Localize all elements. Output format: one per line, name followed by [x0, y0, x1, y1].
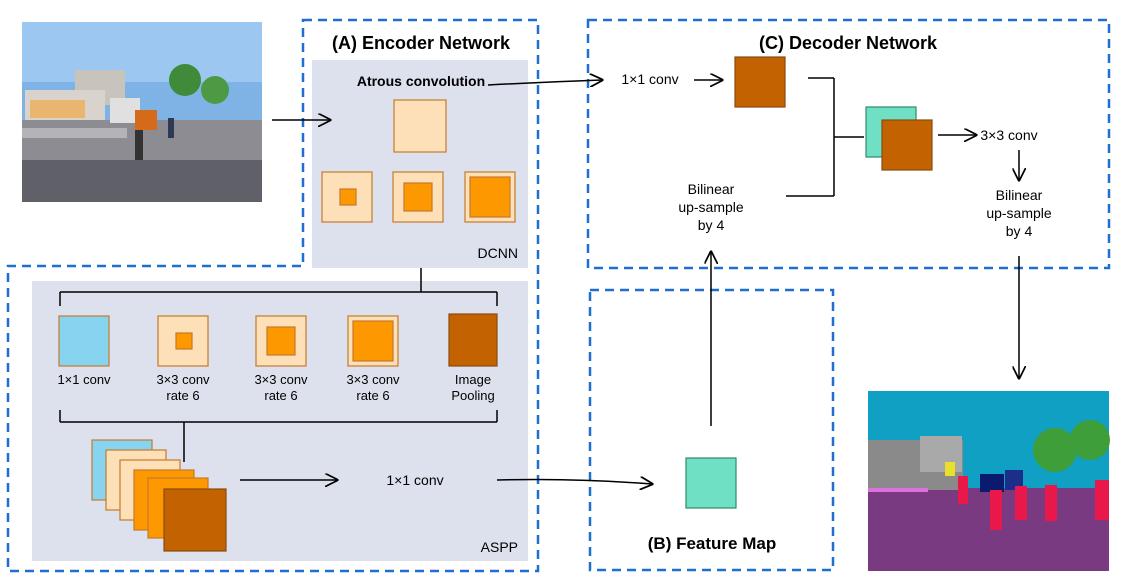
- upsample-left-line1: Bilinear: [688, 181, 735, 197]
- aspp-branch-sublabel: rate 6: [264, 388, 297, 403]
- decoder-title: (C) Decoder Network: [759, 33, 938, 53]
- fuse-to-feature-arrow: [496, 480, 652, 485]
- atrous-convolution-label: Atrous convolution: [357, 73, 485, 89]
- upsample-left-line3: by 4: [698, 217, 725, 233]
- aspp-branch-label: 1×1 conv: [57, 372, 111, 387]
- decoder-conv1-label: 1×1 conv: [621, 71, 678, 87]
- feature-map-title: (B) Feature Map: [648, 534, 776, 553]
- feature-map-teal-square: [685, 457, 737, 509]
- aspp-branch-cyan-square: [58, 315, 110, 367]
- decoder-concat-squares: [865, 106, 933, 171]
- aspp-branch-sublabel: rate 6: [166, 388, 199, 403]
- aspp-merge-bracket: [59, 410, 498, 462]
- encoder-to-decoder-arrow: [487, 80, 602, 85]
- encoder-title: (A) Encoder Network: [332, 33, 511, 53]
- aspp-branch-brown-square: [448, 313, 498, 367]
- dcnn-panel: [312, 60, 528, 268]
- decoder-merge-lines: [786, 77, 864, 197]
- aspp-branch-label: 3×3 conv: [156, 372, 210, 387]
- aspp-label: ASPP: [481, 539, 518, 555]
- aspp-branch-label: Image: [455, 372, 491, 387]
- atrous-rate-medium: [392, 171, 444, 223]
- aspp-branch-small-atrous-square: [157, 315, 209, 367]
- decoder-dashed-border: [586, 18, 1111, 270]
- aspp-branch-label: 3×3 conv: [346, 372, 400, 387]
- aspp-concat-stack: [91, 439, 227, 552]
- atrous-rate-small: [321, 171, 373, 223]
- aspp-branch-label: 3×3 conv: [254, 372, 308, 387]
- upsample-right-line2: up-sample: [986, 205, 1052, 221]
- upsample-right-line3: by 4: [1006, 223, 1033, 239]
- aspp-branch-sublabel: Pooling: [451, 388, 494, 403]
- dcnn-label: DCNN: [478, 245, 518, 261]
- atrous-input-square: [393, 99, 447, 153]
- upsample-right-line1: Bilinear: [996, 187, 1043, 203]
- aspp-split-bracket: [59, 268, 498, 306]
- atrous-rate-large: [464, 171, 516, 223]
- output-segmentation-map: [868, 391, 1110, 571]
- aspp-fuse-label: 1×1 conv: [386, 472, 443, 488]
- upsample-left-line2: up-sample: [678, 199, 744, 215]
- input-street-photo: [22, 22, 262, 202]
- aspp-branch-medium-atrous-square: [255, 315, 307, 367]
- decoder-conv3-label: 3×3 conv: [980, 127, 1037, 143]
- decoder-low-level-brown-square: [734, 56, 786, 108]
- aspp-branch-large-atrous-square: [347, 315, 399, 367]
- aspp-branch-sublabel: rate 6: [356, 388, 389, 403]
